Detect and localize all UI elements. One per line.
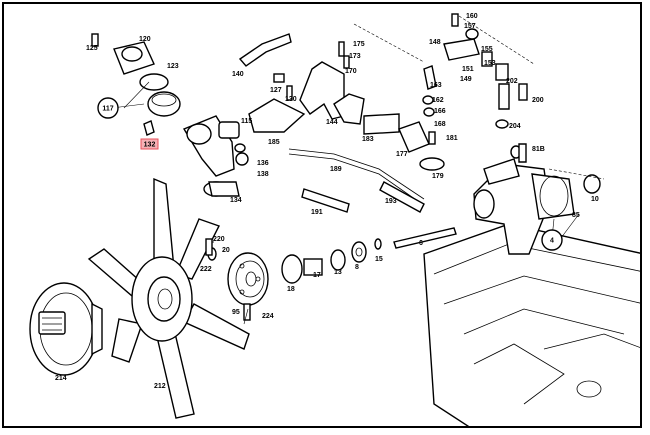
part-label: 18 bbox=[287, 286, 295, 293]
part-label: 177 bbox=[396, 151, 408, 158]
part-label: 138 bbox=[257, 171, 269, 178]
part-label: 85 bbox=[572, 212, 580, 219]
part-label: 212 bbox=[154, 383, 166, 390]
part-label: 155 bbox=[481, 46, 493, 53]
pulley bbox=[227, 252, 269, 306]
part-label: 134 bbox=[230, 197, 242, 204]
part-label: 20 bbox=[222, 247, 230, 254]
part-label: 151 bbox=[462, 66, 474, 73]
part-label: 153 bbox=[484, 60, 496, 67]
part-label: 8 bbox=[355, 264, 359, 271]
parts-diagram-frame: 117 4 132 125 120 123 140 127 130 115 13… bbox=[2, 2, 642, 428]
part-label: 220 bbox=[213, 236, 225, 243]
callout-117: 117 bbox=[102, 106, 113, 113]
part-label: 185 bbox=[268, 139, 280, 146]
part-label: 162 bbox=[432, 97, 444, 104]
shaft-assembly bbox=[207, 227, 457, 284]
part-label: 127 bbox=[270, 87, 282, 94]
part-label: 6 bbox=[419, 240, 423, 247]
part-label: 183 bbox=[362, 136, 374, 143]
part-label: 160 bbox=[466, 13, 478, 20]
part-label: 15 bbox=[375, 256, 383, 263]
water-pump bbox=[473, 145, 601, 255]
part-label: 166 bbox=[434, 108, 446, 115]
part-labels: 117 4 132 125 120 123 140 127 130 115 13… bbox=[55, 13, 599, 390]
part-label: 204 bbox=[509, 123, 521, 130]
part-label: 125 bbox=[86, 45, 98, 52]
part-label: 13 bbox=[334, 269, 342, 276]
part-label: 144 bbox=[326, 119, 338, 126]
part-label: 95 bbox=[232, 309, 240, 316]
part-label: 202 bbox=[506, 78, 518, 85]
part-label: 81B bbox=[532, 146, 545, 153]
engine-block bbox=[423, 223, 640, 426]
part-label: 179 bbox=[432, 173, 444, 180]
callout-circle-4 bbox=[541, 229, 563, 251]
part-label: 175 bbox=[353, 41, 365, 48]
part-label: 189 bbox=[330, 166, 342, 173]
part-label: 214 bbox=[55, 375, 67, 382]
part-label: 224 bbox=[262, 313, 274, 320]
part-label: 191 bbox=[311, 209, 323, 216]
callout-4: 4 bbox=[550, 238, 554, 245]
part-label: 173 bbox=[349, 53, 361, 60]
part-label: 222 bbox=[200, 266, 212, 273]
exploded-parts-diagram: 117 4 132 125 120 123 140 127 130 115 13… bbox=[29, 13, 640, 426]
hoses bbox=[238, 33, 425, 213]
part-label: 140 bbox=[232, 71, 244, 78]
part-label: 157 bbox=[464, 23, 476, 30]
part-label: 163 bbox=[430, 82, 442, 89]
part-label: 120 bbox=[139, 36, 151, 43]
part-label: 170 bbox=[345, 68, 357, 75]
part-label: 149 bbox=[460, 76, 472, 83]
callout-132: 132 bbox=[144, 142, 156, 149]
part-label: 130 bbox=[285, 96, 297, 103]
cooling-fan bbox=[87, 177, 250, 419]
part-label: 115 bbox=[241, 118, 252, 125]
part-label: 168 bbox=[434, 121, 446, 128]
part-label: 10 bbox=[591, 196, 599, 203]
part-label: 193 bbox=[385, 198, 397, 205]
part-label: 136 bbox=[257, 160, 269, 167]
part-label: 200 bbox=[532, 97, 544, 104]
sensor-assemblies bbox=[273, 13, 528, 171]
callout-circle-117 bbox=[97, 97, 119, 119]
highlight-box bbox=[140, 138, 159, 150]
part-label: 123 bbox=[167, 63, 179, 70]
part-label: 148 bbox=[429, 39, 441, 46]
fan-clutch bbox=[29, 282, 103, 376]
part-label: 181 bbox=[446, 135, 458, 142]
part-label: 17 bbox=[313, 272, 321, 279]
